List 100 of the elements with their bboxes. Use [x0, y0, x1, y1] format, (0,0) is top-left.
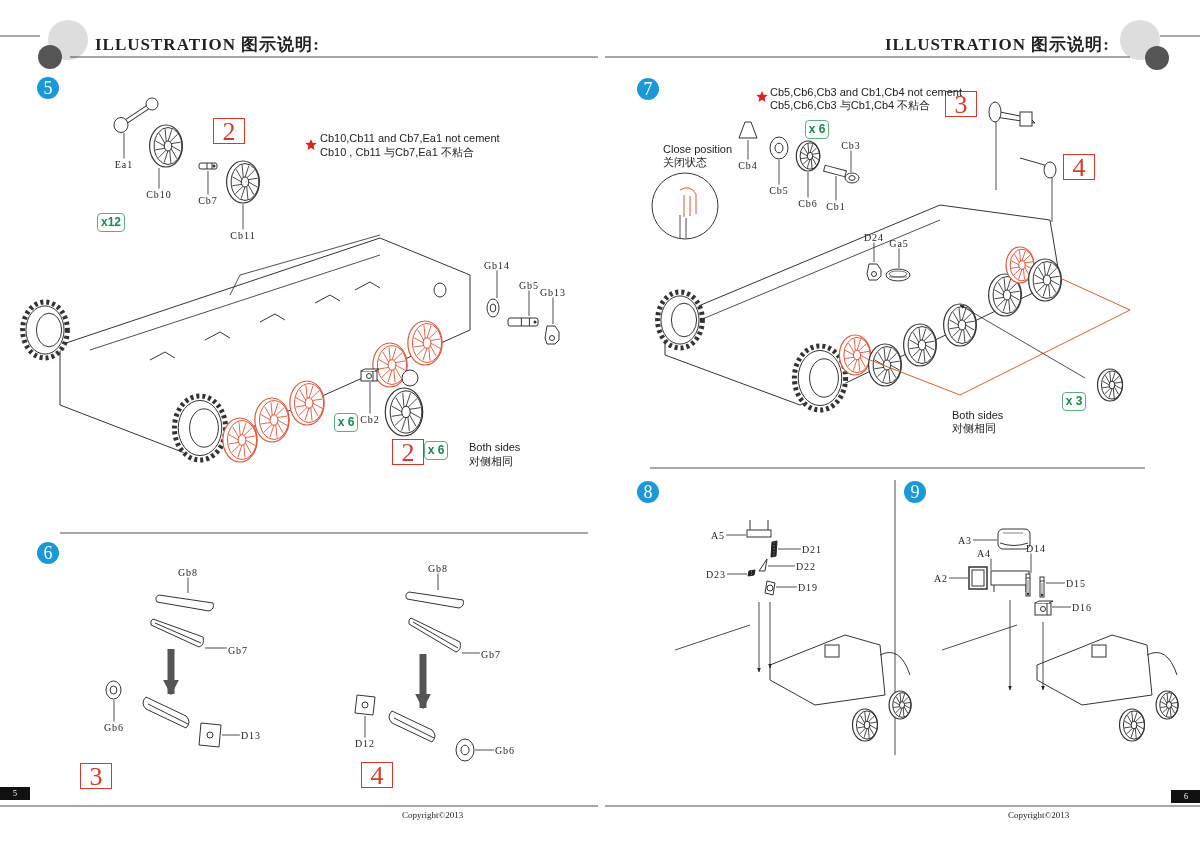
part-drawing	[360, 368, 378, 382]
part-label: A5	[710, 529, 726, 541]
part-drawing	[1034, 600, 1052, 616]
leader-line	[364, 715, 366, 738]
part-drawing	[405, 590, 465, 610]
part-label: D13	[240, 729, 262, 741]
leader-line	[747, 139, 749, 160]
leader-line	[990, 558, 992, 571]
section-header: ILLUSTRATION 图示说明:	[884, 34, 1110, 56]
part-drawing	[747, 569, 756, 577]
part-drawing	[769, 136, 789, 160]
leader-line	[1030, 553, 1032, 574]
leader-line	[725, 534, 747, 536]
leader-line	[850, 150, 852, 173]
part-drawing	[968, 566, 988, 590]
part-label: D12	[354, 737, 376, 749]
part-drawing	[140, 694, 192, 730]
leader-line	[221, 734, 241, 736]
leader-line	[898, 248, 900, 269]
part-drawing	[1038, 576, 1046, 598]
leader-line	[437, 573, 439, 591]
part-drawing	[770, 540, 778, 558]
part-drawing	[354, 694, 376, 716]
section-header: ILLUSTRATION 图示说明:	[95, 34, 321, 56]
step-number: 6	[37, 542, 59, 564]
leader-line	[369, 381, 371, 414]
note-text: 对侧相同	[952, 421, 996, 436]
part-drawing	[764, 580, 776, 596]
leader-line	[775, 586, 798, 588]
wheel-drawing	[148, 124, 184, 168]
part-label: Cb4	[738, 159, 758, 171]
part-drawing	[105, 680, 122, 700]
leader-line	[158, 167, 160, 189]
leader-line	[777, 548, 802, 550]
leader-line	[778, 159, 780, 185]
leader-line	[496, 270, 498, 299]
leader-line	[726, 573, 748, 575]
leader-line	[873, 242, 875, 263]
part-label: D14	[1025, 542, 1047, 554]
step-number: 8	[637, 481, 659, 503]
caption-text: 关闭状态	[663, 155, 707, 170]
part-label: Ea1	[114, 158, 134, 170]
part-label: D21	[801, 543, 823, 555]
part-label: Gb13	[539, 286, 567, 298]
note-text: Both sides	[469, 441, 521, 453]
leader-line	[528, 290, 530, 317]
part-label: Gb5	[518, 279, 540, 291]
part-label: A4	[976, 547, 992, 559]
leader-line	[835, 175, 837, 201]
step-number: 5	[37, 77, 59, 99]
part-drawing	[823, 166, 847, 176]
page-number: 5	[0, 786, 30, 800]
step-number: 7	[637, 78, 659, 100]
caption-text: Close position	[663, 143, 733, 155]
wheel-drawing	[795, 140, 821, 172]
quantity-box: x 6	[333, 412, 359, 432]
leader-line	[204, 647, 228, 649]
part-drawing	[198, 722, 222, 748]
leader-line	[242, 203, 244, 230]
part-label: Gb6	[103, 721, 125, 733]
page-number: 6	[1171, 789, 1200, 803]
leader-line	[415, 654, 431, 710]
part-label: Cb7	[198, 194, 218, 206]
part-label: A3	[957, 534, 973, 546]
part-label: D19	[797, 581, 819, 593]
leader-line	[767, 565, 796, 567]
part-drawing	[866, 262, 882, 280]
leader-line	[123, 132, 125, 159]
note-text: Cb10,Cb11 and Cb7,Ea1 not cement	[320, 132, 500, 144]
note-text: Cb5,Cb6,Cb3 与Cb1,Cb4 不粘合	[770, 98, 931, 113]
part-drawing	[150, 617, 205, 649]
part-drawing	[544, 324, 560, 344]
part-drawing	[990, 570, 1030, 592]
quantity-box: x 6	[423, 440, 449, 460]
part-label: Gb14	[483, 259, 511, 271]
part-label: Gb7	[227, 644, 249, 656]
leader-line	[207, 170, 209, 195]
quantity-box: x 6	[804, 119, 830, 139]
reference-box: 3	[80, 763, 112, 789]
part-drawing	[1024, 573, 1032, 597]
part-drawing	[885, 268, 911, 282]
reference-box: 4	[361, 762, 393, 788]
part-label: Cb3	[841, 139, 861, 151]
part-drawing	[155, 593, 215, 613]
part-label: D24	[863, 231, 885, 243]
part-label: A2	[933, 572, 949, 584]
leader-line	[113, 699, 115, 722]
step-number: 9	[904, 481, 926, 503]
part-label: D15	[1065, 577, 1087, 589]
leader-line	[163, 649, 179, 696]
reference-box: 4	[1063, 154, 1095, 180]
note-text: Both sides	[952, 409, 1004, 421]
part-label: D22	[795, 560, 817, 572]
part-label: Cb10	[146, 188, 172, 200]
leader-line	[1045, 582, 1066, 584]
part-drawing	[198, 161, 218, 171]
copyright-text: Copyright©2013	[402, 810, 464, 820]
quantity-box: x 3	[1061, 391, 1087, 411]
note-text: Cb10 , Cb11 与Cb7,Ea1 不粘合	[320, 145, 474, 160]
part-label: Cb6	[798, 197, 818, 209]
